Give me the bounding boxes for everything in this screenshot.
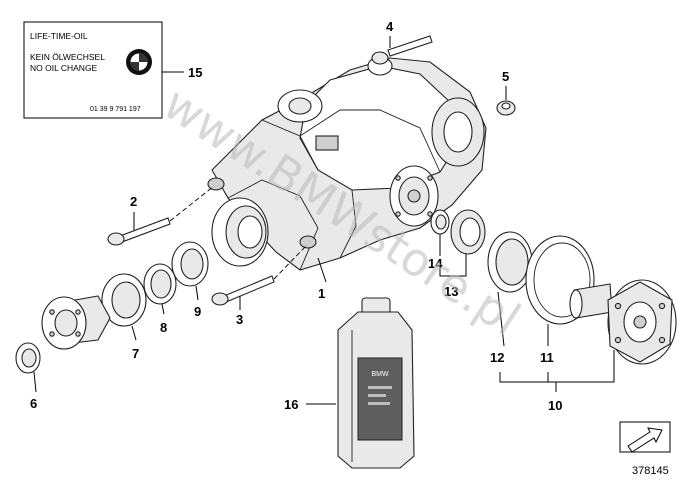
callout-14: 14 — [428, 256, 443, 271]
oil-label-card: LIFE-TIME-OIL KEIN ÖLWECHSEL NO OIL CHAN… — [23, 21, 163, 119]
leader-8 — [161, 303, 165, 315]
differential-housing — [207, 56, 487, 271]
label-line-1: LIFE-TIME-OIL — [30, 31, 88, 41]
callout-1: 1 — [318, 286, 325, 301]
leader-7 — [131, 325, 137, 341]
callout-16: 16 — [284, 397, 298, 412]
label-line-3: NO OIL CHANGE — [30, 63, 98, 73]
ring-8 — [143, 263, 177, 305]
bolt-2 — [107, 217, 171, 246]
callout-10: 10 — [548, 398, 562, 413]
leader-10-bracket — [499, 350, 615, 383]
leader-12 — [497, 291, 505, 347]
housing-left-flange — [211, 197, 269, 267]
label-line-2: KEIN ÖLWECHSEL — [30, 52, 105, 62]
leader-6 — [33, 371, 37, 393]
callout-11: 11 — [540, 350, 554, 365]
leader-13 — [439, 254, 467, 277]
ring-12 — [487, 231, 533, 293]
callout-6: 6 — [30, 396, 37, 411]
bolt-4 — [371, 35, 433, 65]
callout-3: 3 — [236, 312, 243, 327]
callout-7: 7 — [132, 346, 139, 361]
callout-13: 13 — [444, 284, 458, 299]
nut-5 — [496, 100, 516, 116]
bottle-brand-label: BMW — [371, 371, 389, 378]
label-part-number: 01 39 9 791 197 — [90, 106, 141, 113]
seal-14 — [430, 209, 450, 235]
callout-5: 5 — [502, 69, 509, 84]
callout-4: 4 — [386, 19, 394, 34]
output-flange-shaft — [569, 279, 677, 365]
callout-8: 8 — [160, 320, 167, 335]
callout-9: 9 — [194, 304, 201, 319]
seal-13 — [450, 209, 486, 255]
leader-9 — [195, 285, 199, 301]
shim-7 — [101, 273, 147, 327]
figure-id: 378145 — [632, 465, 669, 477]
callout-12: 12 — [490, 350, 504, 365]
ring-6 — [15, 342, 41, 374]
callout-2: 2 — [130, 194, 137, 209]
input-flange — [41, 295, 111, 350]
bolt-2-axis — [169, 185, 215, 222]
bolt-3 — [211, 275, 275, 306]
arrow-navigation-icon[interactable] — [619, 421, 671, 453]
oil-bottle: BMW — [337, 297, 415, 469]
leader-1 — [317, 257, 327, 283]
callout-15: 15 — [188, 65, 202, 80]
shaft-seal-9 — [171, 241, 209, 287]
bmw-roundel-logo-icon — [126, 49, 152, 75]
